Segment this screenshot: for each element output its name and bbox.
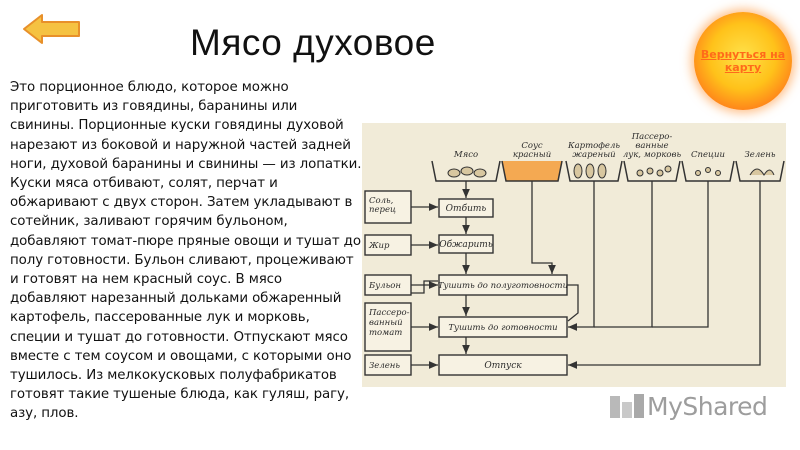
ingredient-label-3-line-1: Картофель (567, 141, 620, 151)
ingredient-label-5-line-1: Специи (691, 150, 725, 160)
watermark-logo (610, 394, 644, 418)
ingredient-label-4-line-1: Пассеро- (631, 132, 673, 142)
step-serve (438, 354, 568, 376)
addition-label-2-line-1: Жир (368, 241, 390, 251)
ingredient-label-2-line-1: Соус (521, 141, 543, 151)
arrow-left-icon (23, 14, 80, 44)
ingredient-label-1-line-1: Мясо (453, 150, 478, 160)
step-label-5: Отпуск (484, 361, 522, 371)
addition-label-3-line-1: Бульон (368, 281, 401, 291)
step-label-3: Тушить до полуготовности (438, 281, 568, 291)
addition-label-4-line-3: томат (369, 328, 402, 338)
watermark-text: MyShared (647, 392, 768, 421)
return-to-map-label: Вернуться на карту (700, 48, 786, 74)
ingredient-label-4-line-2: ванные (635, 141, 668, 151)
addition-label-4-line-1: Пассеро- (368, 308, 410, 318)
ingredient-label-3-line-2: жареный (572, 150, 615, 160)
ingredient-label-6-line-1: Зелень (745, 150, 776, 160)
addition-label-5-line-1: Зелень (369, 361, 400, 371)
myshared-logo-icon (610, 394, 644, 418)
step-label-2: Обжарить (439, 239, 493, 250)
recipe-description: Это порционное блюдо, которое можно приг… (10, 80, 362, 422)
page-title: Мясо духовое (190, 22, 436, 63)
back-arrow-button[interactable] (22, 12, 82, 46)
addition-label-4-line-2: ванный (369, 318, 403, 328)
addition-label-1-line-1: Соль, (369, 196, 394, 206)
step-braise-done (438, 316, 568, 338)
step-label-1: Отбить (446, 203, 487, 214)
ingredient-label-2-line-2: красный (513, 150, 551, 160)
return-to-map-button[interactable]: Вернуться на карту (694, 12, 792, 110)
addition-label-1-line-2: перец (369, 205, 396, 215)
step-label-4: Тушить до готовности (448, 323, 557, 333)
ingredient-label-4-line-3: лук, морковь (623, 150, 682, 160)
container-red-sauce (501, 160, 563, 182)
